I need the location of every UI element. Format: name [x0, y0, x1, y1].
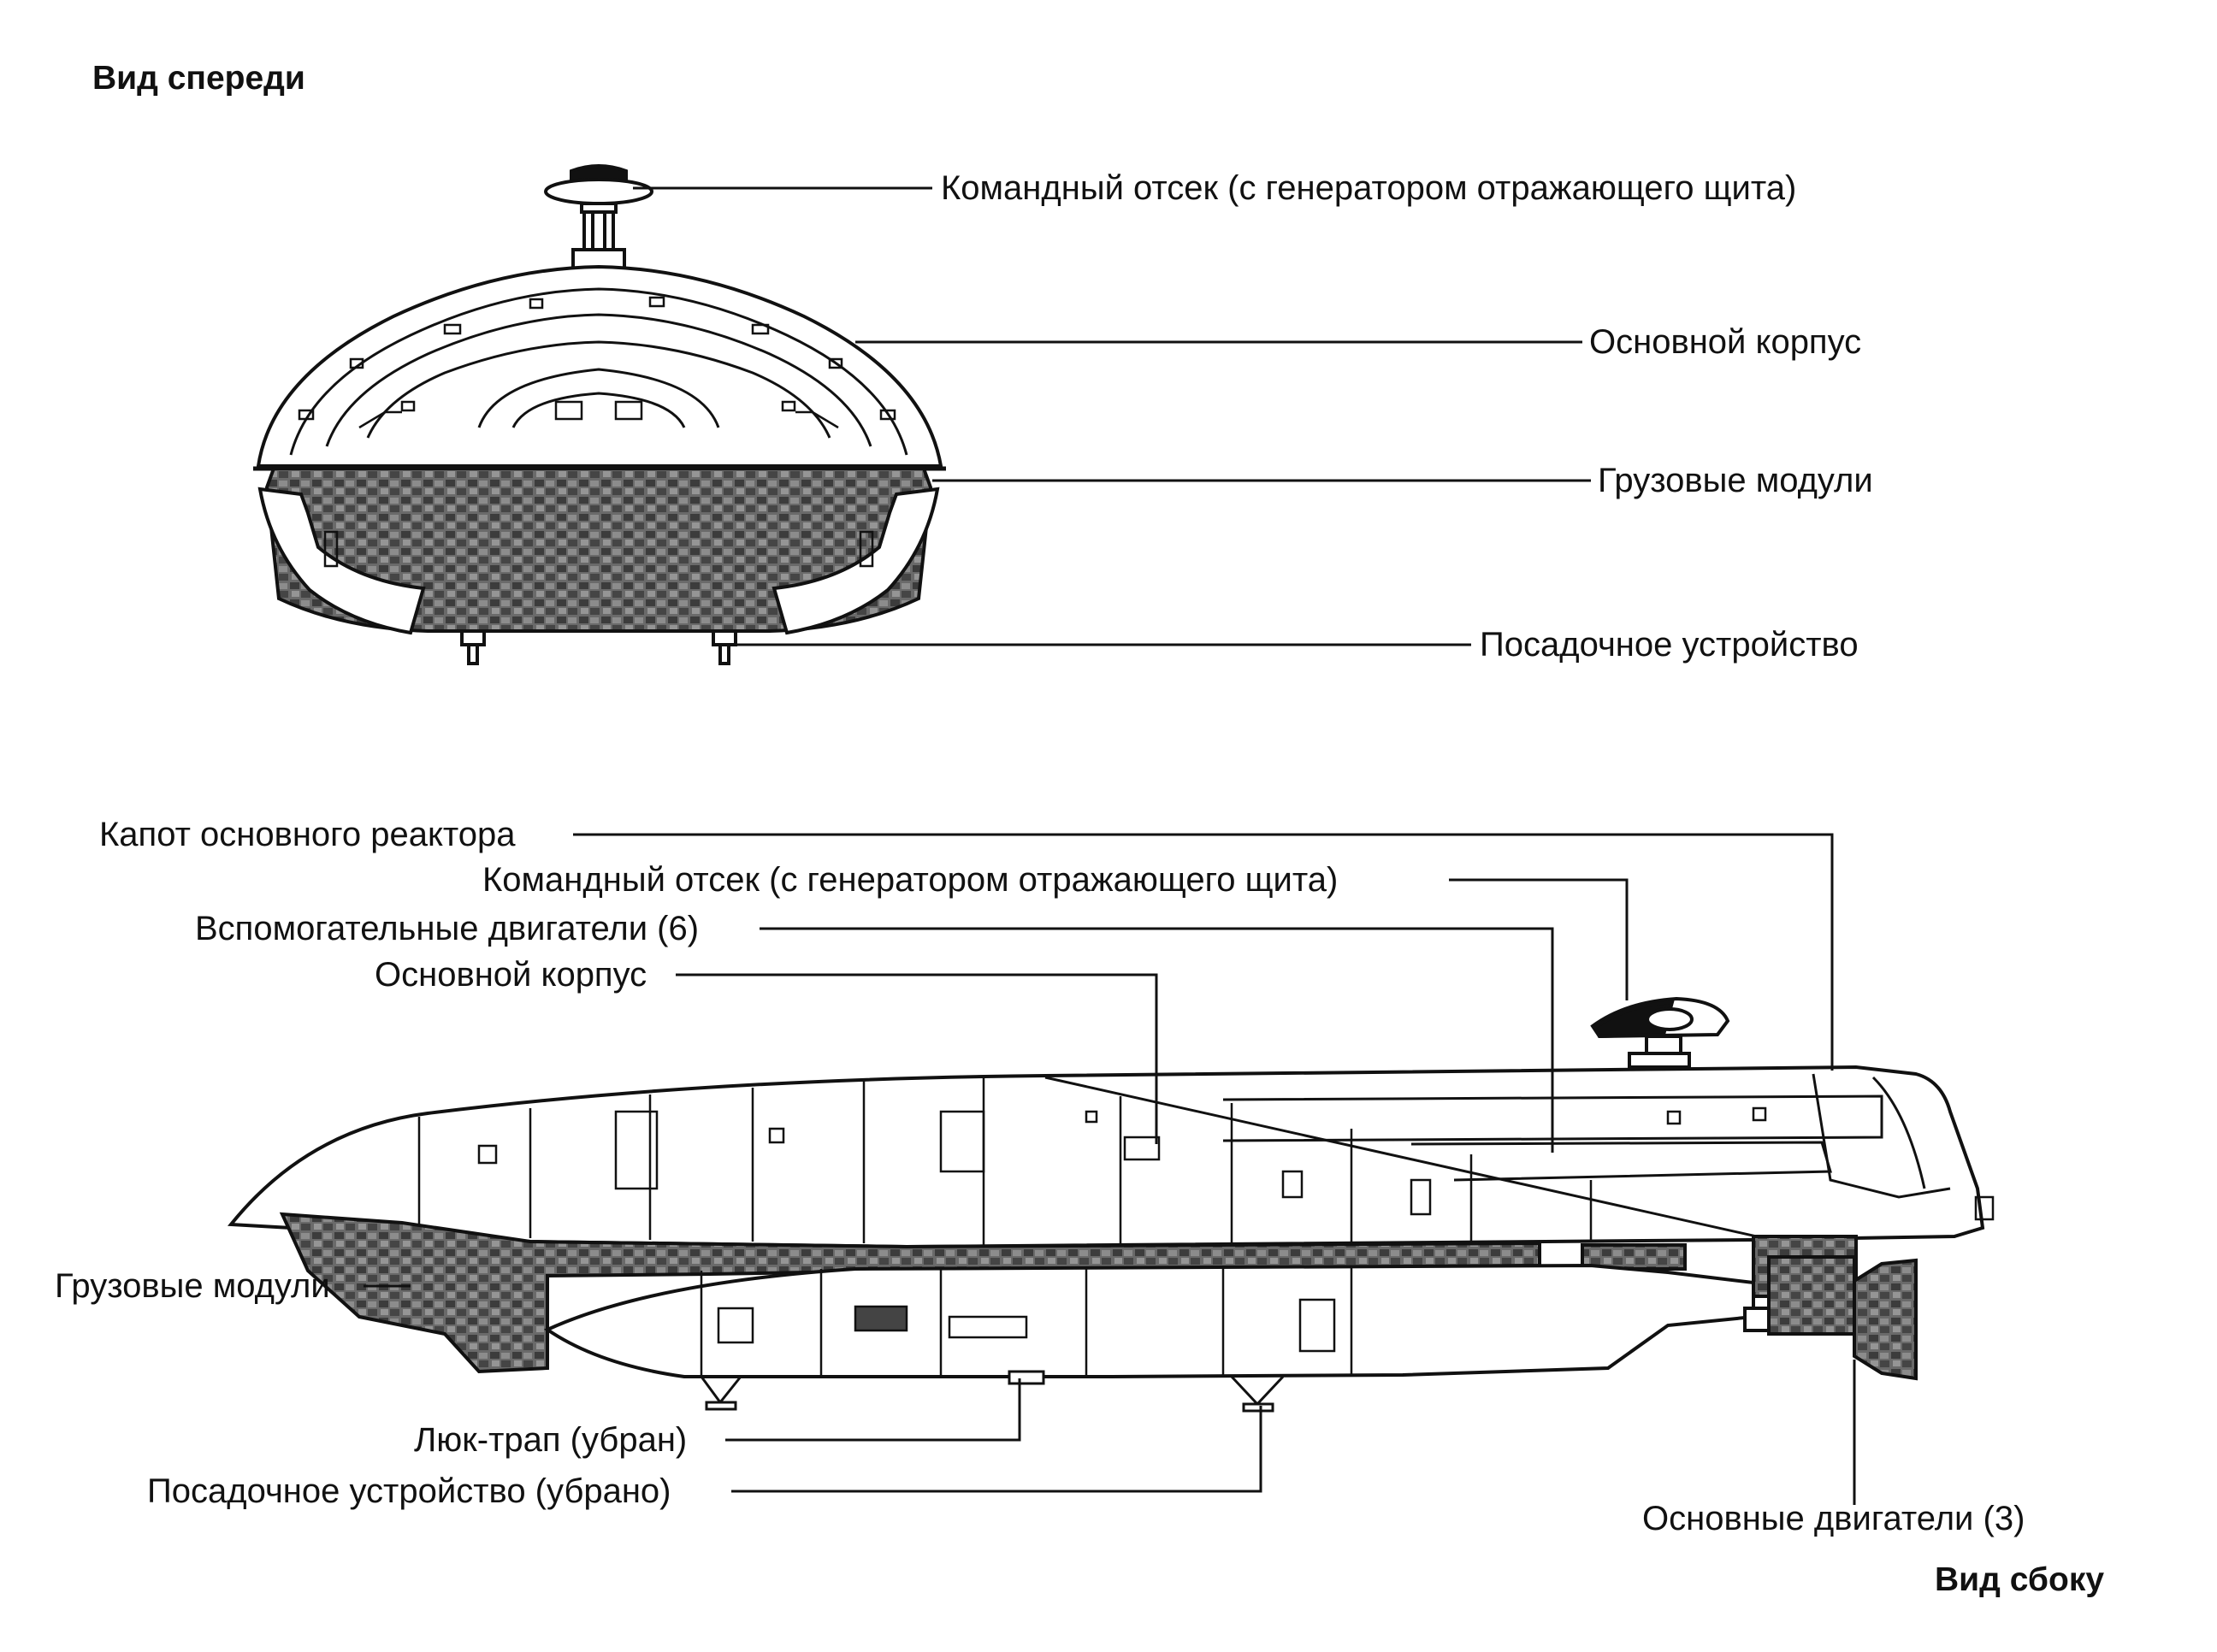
side-label-main-engines: Основные двигатели (3) [1642, 1500, 2025, 1537]
side-label-main-reactor-cowling: Капот основного реактора [99, 816, 516, 853]
side-label-boarding-ramp: Люк-трап (убран) [414, 1421, 688, 1459]
side-main-engines [1767, 1255, 1918, 1381]
side-landing-gear [700, 1370, 1285, 1413]
side-view-ship [228, 996, 1995, 1413]
side-label-cargo-modules: Грузовые модули [55, 1267, 330, 1305]
side-leader-lines [364, 833, 1856, 1505]
front-label-main-hull: Основной корпус [1589, 323, 1862, 361]
front-label-landing-gear: Посадочное устройство [1480, 626, 1859, 664]
side-view-title: Вид сбоку [1935, 1561, 2105, 1598]
front-landing-gear [460, 629, 737, 665]
side-label-main-hull: Основной корпус [375, 956, 647, 994]
side-upper-hull [228, 1065, 1995, 1260]
front-leader-lines [633, 186, 1591, 646]
front-cargo-block [264, 467, 933, 633]
front-main-hull [253, 264, 946, 471]
front-command-pod [544, 164, 653, 270]
side-lower-hull [543, 1263, 1772, 1378]
front-side-pods [257, 487, 940, 635]
side-label-landing-gear: Посадочное устройство (убрано) [147, 1472, 671, 1510]
front-view-title: Вид спереди [92, 60, 305, 97]
front-label-command-module: Командный отсек (с генератором отражающе… [941, 169, 1797, 207]
side-label-command-module: Командный отсек (с генератором отражающе… [482, 861, 1339, 899]
side-command-pod [1590, 996, 1730, 1069]
side-label-auxiliary-engines: Вспомогательные двигатели (6) [195, 910, 700, 947]
front-label-cargo-modules: Грузовые модули [1598, 462, 1873, 499]
front-view-ship [253, 164, 946, 665]
